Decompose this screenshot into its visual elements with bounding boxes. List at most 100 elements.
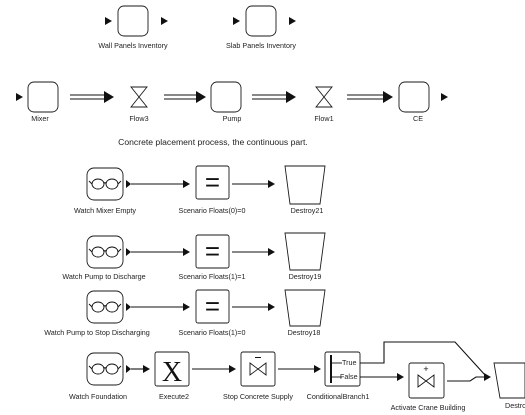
activate-crane-building-label: Activate Crane Building xyxy=(391,403,466,412)
flow3-block[interactable]: Flow3 xyxy=(129,86,149,123)
output-port-icon xyxy=(126,180,131,188)
mixer-block[interactable]: Mixer xyxy=(16,81,59,123)
scenario-floats-1-0-block[interactable]: = Scenario Floats(1)=0 xyxy=(179,289,246,337)
flow1-label: Flow1 xyxy=(314,114,333,123)
branch-true-label: True xyxy=(342,358,357,367)
trapezoid-bin-icon xyxy=(284,232,326,271)
output-port-icon xyxy=(126,303,131,311)
bowtie-valve-icon xyxy=(417,374,435,388)
bowtie-valve-icon xyxy=(249,362,267,376)
destroy-last-block[interactable]: Destroy2 xyxy=(493,362,525,410)
slab-panels-inventory-label: Slab Panels Inventory xyxy=(226,41,296,50)
flow-connector xyxy=(164,91,206,103)
input-port-icon xyxy=(105,17,112,25)
watch-foundation-block[interactable]: Watch Foundation xyxy=(69,352,131,401)
ce-block[interactable]: CE xyxy=(398,81,448,123)
output-port-icon xyxy=(161,17,168,25)
queue-icon xyxy=(245,5,277,37)
plus-icon: + xyxy=(423,364,428,374)
pump-block[interactable]: Pump xyxy=(210,81,242,123)
equals-icon-frame xyxy=(195,165,230,200)
trapezoid-bin-icon xyxy=(284,289,326,327)
output-port-icon xyxy=(126,365,131,373)
hourglass-icon xyxy=(130,86,148,108)
connector-arrow xyxy=(360,373,404,381)
hourglass-icon xyxy=(315,86,333,108)
glasses-icon xyxy=(88,246,122,258)
ce-label: CE xyxy=(413,114,423,123)
connector-arrow xyxy=(447,373,491,382)
stop-concrete-supply-block[interactable]: Stop Concrete Supply xyxy=(223,351,293,401)
queue-icon xyxy=(117,5,149,37)
watch-mixer-empty-block[interactable]: Watch Mixer Empty xyxy=(74,167,136,215)
connector-arrow xyxy=(232,303,275,311)
equals-icon-frame xyxy=(195,289,230,324)
connector-arrow xyxy=(192,365,236,373)
x-icon: X xyxy=(162,357,182,388)
tank-icon xyxy=(27,81,59,113)
glasses-icon-frame xyxy=(86,167,124,201)
flow3-label: Flow3 xyxy=(129,114,148,123)
glasses-icon xyxy=(88,178,122,190)
destroy18-block[interactable]: Destroy18 xyxy=(284,289,326,337)
equals-icon: = xyxy=(205,291,220,321)
scenario-floats-1-1-label: Scenario Floats(1)=1 xyxy=(179,272,246,281)
glasses-icon xyxy=(88,301,122,313)
tank-icon xyxy=(398,81,430,113)
conditional-branch-block[interactable]: True False ConditionalBranch1 xyxy=(307,351,370,401)
output-port-icon xyxy=(441,93,448,101)
stop-concrete-supply-label: Stop Concrete Supply xyxy=(223,392,293,401)
true-path-connector xyxy=(360,341,486,376)
activate-crane-building-block[interactable]: + Activate Crane Building xyxy=(391,362,466,412)
conditional-branch-label: ConditionalBranch1 xyxy=(307,392,370,401)
destroy-last-label: Destroy2 xyxy=(505,401,525,410)
watch-pump-stop-label: Watch Pump to Stop Discharging xyxy=(44,328,150,337)
trapezoid-bin-icon xyxy=(284,165,326,205)
scenario-floats-0-0-label: Scenario Floats(0)=0 xyxy=(179,206,246,215)
destroy19-block[interactable]: Destroy19 xyxy=(284,232,326,281)
watch-foundation-label: Watch Foundation xyxy=(69,392,127,401)
wall-panels-inventory-label: Wall Panels Inventory xyxy=(98,41,168,50)
glasses-icon-frame xyxy=(86,235,124,269)
output-port-icon xyxy=(126,248,131,256)
watch-mixer-empty-label: Watch Mixer Empty xyxy=(74,206,136,215)
glasses-icon xyxy=(88,363,122,375)
connector-arrow xyxy=(131,180,190,188)
watch-pump-discharge-block[interactable]: Watch Pump to Discharge xyxy=(62,235,146,281)
destroy19-label: Destroy19 xyxy=(289,272,322,281)
flow-connector xyxy=(347,91,393,103)
connector-arrow xyxy=(131,248,190,256)
connector-arrow xyxy=(131,365,150,373)
scenario-floats-1-1-block[interactable]: = Scenario Floats(1)=1 xyxy=(179,234,246,281)
execute2-block[interactable]: X Execute2 xyxy=(154,351,190,401)
output-port-icon xyxy=(289,17,296,25)
watch-pump-stop-block[interactable]: Watch Pump to Stop Discharging xyxy=(44,290,150,337)
destroy21-block[interactable]: Destroy21 xyxy=(284,165,326,215)
destroy21-label: Destroy21 xyxy=(291,206,324,215)
trapezoid-bin-icon xyxy=(493,362,525,399)
connector-arrow xyxy=(278,365,321,373)
flow-connector xyxy=(70,91,114,103)
equals-icon: = xyxy=(205,167,220,197)
watch-pump-discharge-label: Watch Pump to Discharge xyxy=(62,272,145,281)
glasses-icon-frame xyxy=(86,352,124,386)
destroy18-label: Destroy18 xyxy=(288,328,321,337)
connector-arrow xyxy=(232,248,275,256)
x-icon-frame xyxy=(154,351,190,387)
input-port-icon xyxy=(233,17,240,25)
flow-connector xyxy=(252,91,296,103)
equals-icon-frame xyxy=(195,234,230,269)
slab-panels-inventory-block[interactable]: Slab Panels Inventory xyxy=(226,5,296,50)
mixer-label: Mixer xyxy=(31,114,49,123)
input-port-icon xyxy=(16,93,23,101)
wall-panels-inventory-block[interactable]: Wall Panels Inventory xyxy=(98,5,168,50)
scenario-floats-0-0-block[interactable]: = Scenario Floats(0)=0 xyxy=(179,165,246,215)
flow1-block[interactable]: Flow1 xyxy=(314,86,334,123)
branch-false-label: False xyxy=(340,372,358,381)
glasses-icon-frame xyxy=(86,290,124,324)
connector-arrow xyxy=(131,303,190,311)
connector-arrow xyxy=(232,180,275,188)
branch-frame xyxy=(324,351,361,387)
execute2-label: Execute2 xyxy=(159,392,189,401)
tank-icon xyxy=(210,81,242,113)
